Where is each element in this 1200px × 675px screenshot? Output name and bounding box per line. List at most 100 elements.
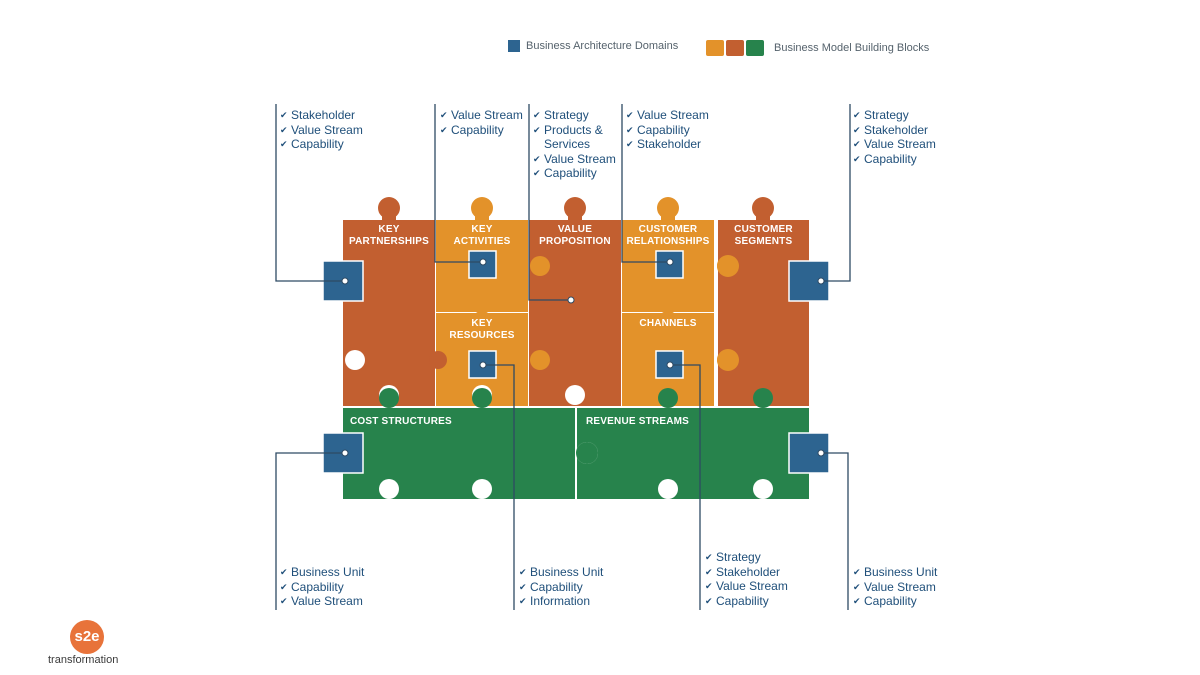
list-item-label: Stakeholder [864,122,929,137]
list-item-label: Capability [864,594,917,609]
check-icon: ✔ [853,124,861,135]
check-icon: ✔ [705,552,713,562]
list-customer-segments: ✔Strategy✔Stakeholder✔Value Stream✔Capab… [853,108,936,166]
list-item-label: Capability [544,166,597,181]
connector-key-resources [483,364,515,610]
list-item-label: Capability [716,593,769,608]
puzzle-pieces-icon [706,40,766,56]
list-item: ✔Stakeholder [853,123,936,138]
list-item: ✔Value Stream [440,108,523,123]
list-item-label: Value Stream [716,579,788,594]
label-cost-structures: COST STRUCTURES [350,416,452,427]
list-item: ✔Capability [853,152,936,167]
list-cost-structures: ✔Business Unit✔Capability✔Value Stream [280,565,364,609]
list-item: ✔Strategy [705,550,788,565]
connector-revenue-streams [821,452,849,610]
list-item: ✔Capability [626,123,709,138]
list-item: ✔Capability [280,580,364,595]
list-item: ✔Capability [533,166,616,181]
list-item: ✔Value Stream [626,108,709,123]
list-item-label: Value Stream [864,137,936,152]
check-icon: ✔ [440,110,448,120]
piece-customer-segments [717,197,809,406]
check-icon: ✔ [280,596,288,607]
list-item-label: Capability [637,122,690,137]
list-item-label: Strategy [716,550,761,564]
list-item: ✔Value Stream [533,152,616,167]
legend-domains-label: Business Architecture Domains [526,40,679,52]
check-icon: ✔ [533,153,541,164]
check-icon: ✔ [626,139,634,150]
list-item-label: Capability [864,151,917,166]
list-item: ✔Value Stream [853,580,937,595]
piece-revenue-streams [576,388,809,499]
list-item-label: Business Unit [291,565,365,579]
piece-value-proposition [529,197,621,406]
list-item-label: Value Stream [637,108,709,122]
connector-customer-segments [821,104,851,282]
list-item-label: Capability [291,137,344,152]
check-icon: ✔ [705,581,713,592]
list-customer-relationships: ✔Value Stream✔Capability✔Stakeholder [626,108,709,152]
check-icon: ✔ [280,567,288,577]
domain-square-customer-relationships [655,250,684,279]
connector-value-proposition [528,104,571,301]
list-item-label: Stakeholder [637,137,702,152]
list-item: ✔Business Unit [853,565,937,580]
check-icon: ✔ [853,139,861,150]
check-icon: ✔ [853,581,861,592]
check-icon: ✔ [853,110,861,120]
check-icon: ✔ [853,596,861,607]
check-icon: ✔ [853,153,861,164]
list-item-label: Stakeholder [291,108,356,122]
list-item: ✔Strategy [533,108,616,123]
label-revenue-streams: REVENUE STREAMS [586,416,690,427]
check-icon: ✔ [533,124,541,135]
logo-wordmark: transformation [48,654,119,666]
list-revenue-streams: ✔Business Unit✔Value Stream✔Capability [853,565,937,609]
check-icon: ✔ [626,110,634,120]
blue-square-icon [508,40,520,52]
list-item: ✔Stakeholder [626,137,709,152]
list-item: ✔Business Unit [280,565,364,580]
list-item: ✔Business Unit [519,565,603,580]
list-item-label: Stakeholder [716,564,781,579]
list-item: ✔Capability [853,594,937,609]
list-item-label: Value Stream [291,594,363,609]
list-item: ✔Capability [705,594,788,609]
list-item-label: Capability [530,579,583,594]
list-item-label: Business Unit [864,565,938,579]
connector-key-partnerships [275,104,345,282]
check-icon: ✔ [533,110,541,120]
label-key-partnerships: KEY PARTNERSHIPS [348,224,429,247]
check-icon: ✔ [280,581,288,592]
check-icon: ✔ [519,581,527,592]
legend-domains: Business Architecture Domains [508,40,678,52]
label-customer-segments: CUSTOMER SEGMENTS [734,224,793,247]
check-icon: ✔ [280,124,288,135]
label-key-resources: KEY RESOURCES [449,318,515,341]
list-item-label: Value Stream [451,108,523,122]
connector-lines [275,104,851,610]
label-channels: CHANNELS [639,318,697,329]
legend-blocks: Business Model Building Blocks [706,40,929,56]
list-item-label: Value Stream [864,579,936,594]
connector-key-activities [434,104,483,263]
list-item: ✔Products & Services [533,123,616,152]
list-item: ✔Value Stream [705,579,788,594]
check-icon: ✔ [705,566,713,577]
legend-blocks-label: Business Model Building Blocks [774,42,930,54]
list-item-label: Value Stream [544,151,616,166]
connector-customer-relationships [621,104,670,263]
list-item-label: Capability [291,579,344,594]
check-icon: ✔ [519,567,527,577]
check-icon: ✔ [705,595,713,606]
list-item: ✔Strategy [853,108,936,123]
list-item-label: Products & Services [544,122,603,152]
list-value-proposition: ✔Strategy✔Products & Services✔Value Stre… [533,108,616,181]
list-item-label: Business Unit [530,565,604,579]
list-item: ✔Information [519,594,603,609]
list-item: ✔Value Stream [280,123,363,138]
connector-cost-structures [275,452,345,610]
